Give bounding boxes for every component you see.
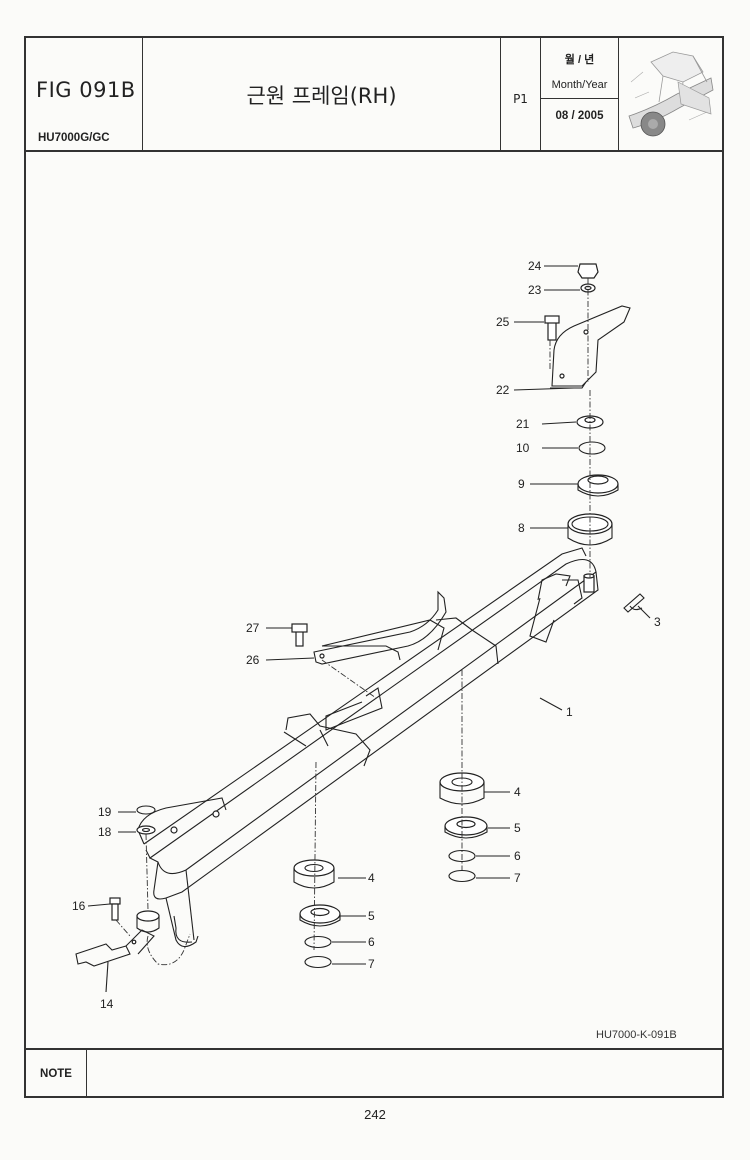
date-value: 08 / 2005 (555, 110, 604, 122)
lower-left-parts (75, 805, 160, 967)
date-label-en: Month/Year (541, 72, 618, 99)
upper-axis-parts (567, 415, 619, 593)
callout-5-left: 5 (368, 909, 375, 923)
exploded-diagram: 24 23 25 22 21 10 9 8 3 27 26 1 4 5 6 7 … (72, 259, 677, 1041)
leader-lines (87, 265, 651, 993)
parts-sheet: FIG 091B HU7000G/GC 근원 프레임(RH) P1 월 / 년 … (24, 36, 724, 1098)
note-row: NOTE (26, 1048, 722, 1098)
callout-7-left: 7 (368, 957, 375, 971)
callout-24: 24 (528, 259, 542, 273)
callout-9: 9 (518, 477, 525, 491)
header: FIG 091B HU7000G/GC 근원 프레임(RH) P1 월 / 년 … (26, 38, 722, 152)
page-title: 근원 프레임(RH) (246, 84, 397, 108)
callout-25: 25 (496, 315, 510, 329)
callout-22: 22 (496, 383, 510, 397)
callout-labels: 24 23 25 22 21 10 9 8 3 27 26 1 4 5 6 7 … (72, 259, 677, 1041)
page-label: P1 (513, 92, 528, 106)
note-label: NOTE (26, 1050, 87, 1098)
callout-5-right: 5 (514, 821, 521, 835)
date-cell: 월 / 년 Month/Year 08 / 2005 (541, 38, 619, 150)
drawing-code: HU7000-K-091B (596, 1029, 677, 1041)
page-number: 242 (364, 1107, 386, 1122)
left-bearing-stack (293, 859, 341, 969)
callout-23: 23 (528, 283, 542, 297)
rear-plate-assembly (291, 590, 447, 665)
callout-21: 21 (516, 417, 530, 431)
callout-18: 18 (98, 825, 112, 839)
page-label-cell: P1 (501, 38, 541, 150)
callout-10: 10 (516, 441, 530, 455)
axis-lines (115, 278, 591, 966)
callout-3: 3 (654, 615, 661, 629)
callout-7-right: 7 (514, 871, 521, 885)
model-code: HU7000G/GC (38, 132, 110, 144)
title-cell: 근원 프레임(RH) (143, 38, 501, 150)
date-label-ko: 월 / 년 (564, 54, 595, 66)
fig-code: FIG 091B (36, 78, 136, 102)
callout-1: 1 (566, 705, 573, 719)
callout-8: 8 (518, 521, 525, 535)
upper-bracket-assembly (544, 263, 631, 389)
right-bearing-stack (439, 772, 488, 883)
callout-6-right: 6 (514, 849, 521, 863)
main-frame (137, 547, 599, 948)
callout-6-left: 6 (368, 935, 375, 949)
callout-14: 14 (100, 997, 114, 1011)
callout-19: 19 (98, 805, 112, 819)
callout-26: 26 (246, 653, 260, 667)
callout-16: 16 (72, 899, 86, 913)
fig-cell: FIG 091B HU7000G/GC (26, 38, 143, 150)
thumbnail-cell (619, 38, 722, 150)
machine-thumbnail (628, 51, 714, 137)
callout-27: 27 (246, 621, 260, 635)
callout-4-right: 4 (514, 785, 521, 799)
callout-4-left: 4 (368, 871, 375, 885)
